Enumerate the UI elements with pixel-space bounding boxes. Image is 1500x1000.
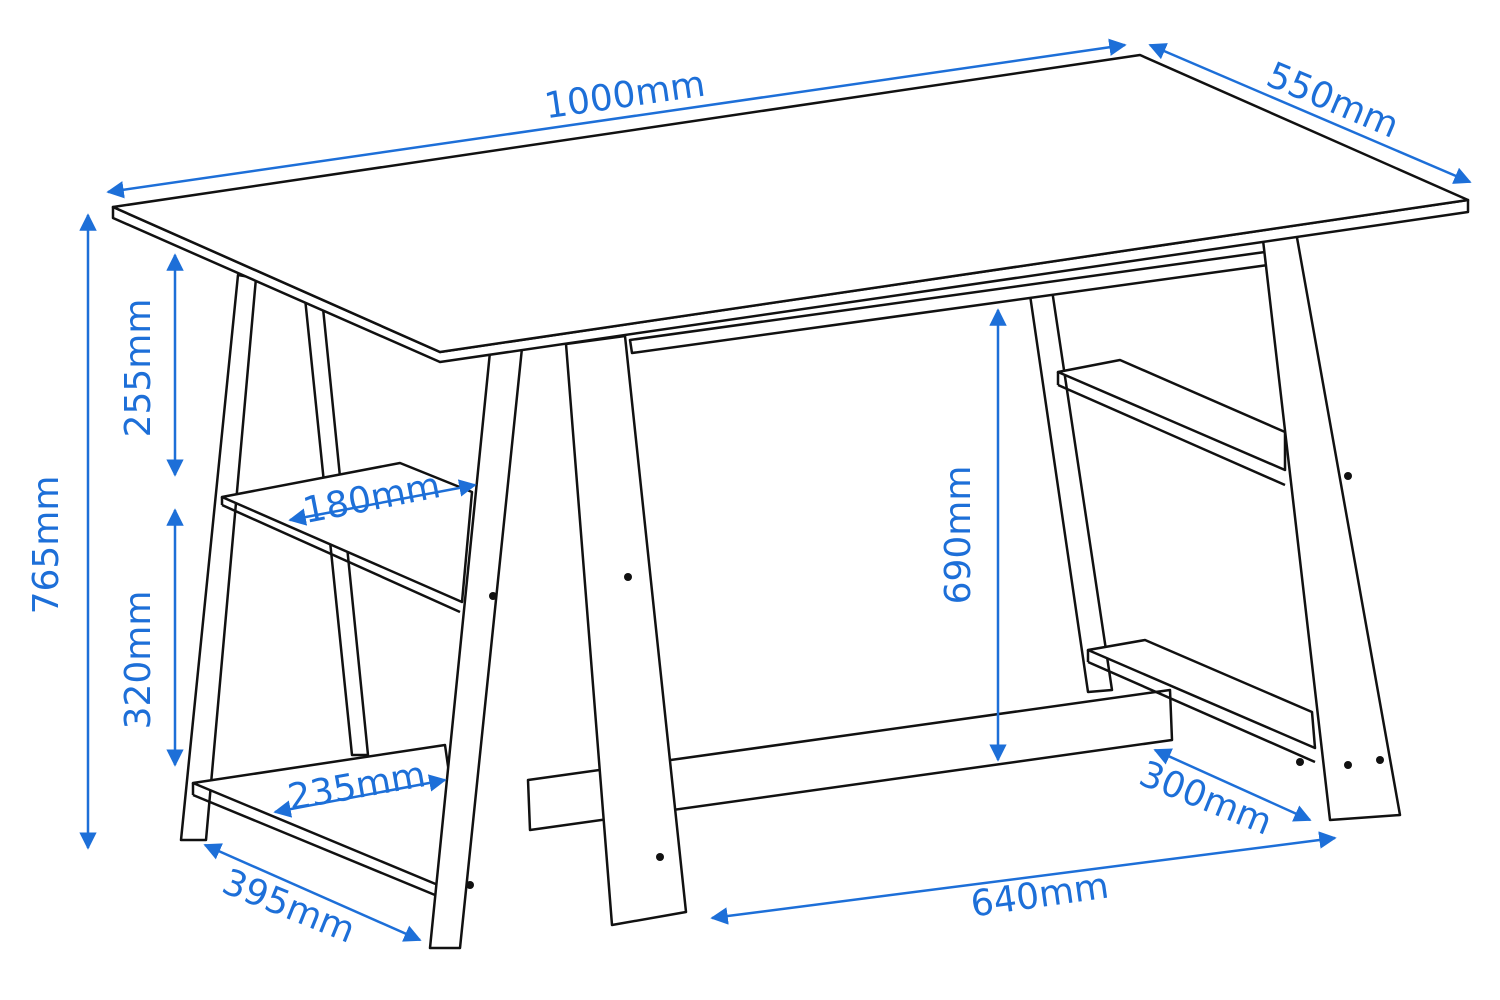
screw <box>1376 756 1384 764</box>
back-right-leg <box>1028 288 1114 694</box>
screw <box>1344 761 1352 769</box>
base-depth-dim-line <box>203 843 422 942</box>
right-shelf-label: 300mm <box>1134 754 1278 844</box>
screw <box>466 881 474 889</box>
lower-shelf-dim-line <box>273 774 447 818</box>
screw <box>489 592 497 600</box>
dimension-lines <box>79 38 1472 942</box>
front-left-leg <box>428 346 524 950</box>
lower-gap-label: 320mm <box>118 591 159 730</box>
screw <box>624 573 632 581</box>
depth-dim-line <box>1148 43 1472 184</box>
front-middle-leg <box>564 334 688 927</box>
right-upper-shelf <box>1056 358 1287 472</box>
right-shelf-dim-line <box>1153 748 1312 822</box>
legroom-height-label: 690mm <box>938 466 979 605</box>
rear-stretcher <box>526 688 1174 832</box>
upper-gap-label: 255mm <box>118 299 159 438</box>
upper-shelf-dim-line <box>288 479 477 526</box>
back-left-leg <box>179 273 258 842</box>
legroom-width-label: 640mm <box>968 866 1111 926</box>
desk-drawing <box>111 53 1470 950</box>
screw <box>1296 758 1304 766</box>
legroom-width-dim-line <box>710 831 1337 925</box>
screw <box>1344 472 1352 480</box>
right-lower-shelf <box>1086 638 1317 750</box>
height-label: 765mm <box>26 476 67 615</box>
screw <box>656 853 664 861</box>
width-dim-line <box>106 38 1127 199</box>
base-depth-label: 395mm <box>217 862 361 952</box>
